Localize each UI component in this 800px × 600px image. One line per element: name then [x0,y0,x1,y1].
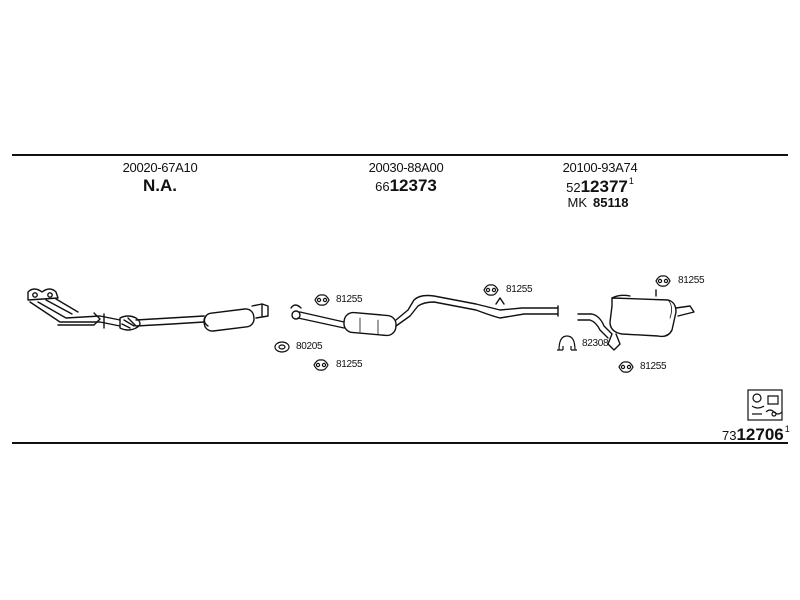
fitting-code: 81255 [678,275,705,286]
fitting-code: 80205 [296,341,323,352]
gasket-icon [313,359,329,371]
gasket-icon [314,294,330,306]
part-number-rear-muffler: 52123771 [566,176,634,196]
fitting-code: 81255 [336,294,363,305]
center-pipe-section [290,294,559,337]
top-rule [12,154,788,156]
gasket-icon [483,284,499,296]
part-number-front-pipe: N.A. [143,176,177,195]
complete-kit-number: 73127061 [722,424,790,444]
part-number-center-muffler: 6612373 [375,176,437,195]
fitting-code: 81255 [640,361,667,372]
fitting-code: 81255 [336,359,363,370]
rear-muffler-section [577,289,695,351]
oe-number-center-muffler: 20030-88A00 [368,160,444,175]
mounting-kit-icon [747,389,783,421]
gasket-icon [618,361,634,373]
ring-icon [274,341,290,353]
clamp-icon [557,335,577,351]
front-pipe-section [27,288,269,332]
gasket-icon [655,275,671,287]
fitting-code: 82308 [582,338,609,349]
oe-number-rear-muffler: 20100-93A74 [562,160,638,175]
oe-number-front-pipe: 20020-67A10 [122,160,198,175]
bottom-rule [12,442,788,444]
fitting-code: 81255 [506,284,533,295]
